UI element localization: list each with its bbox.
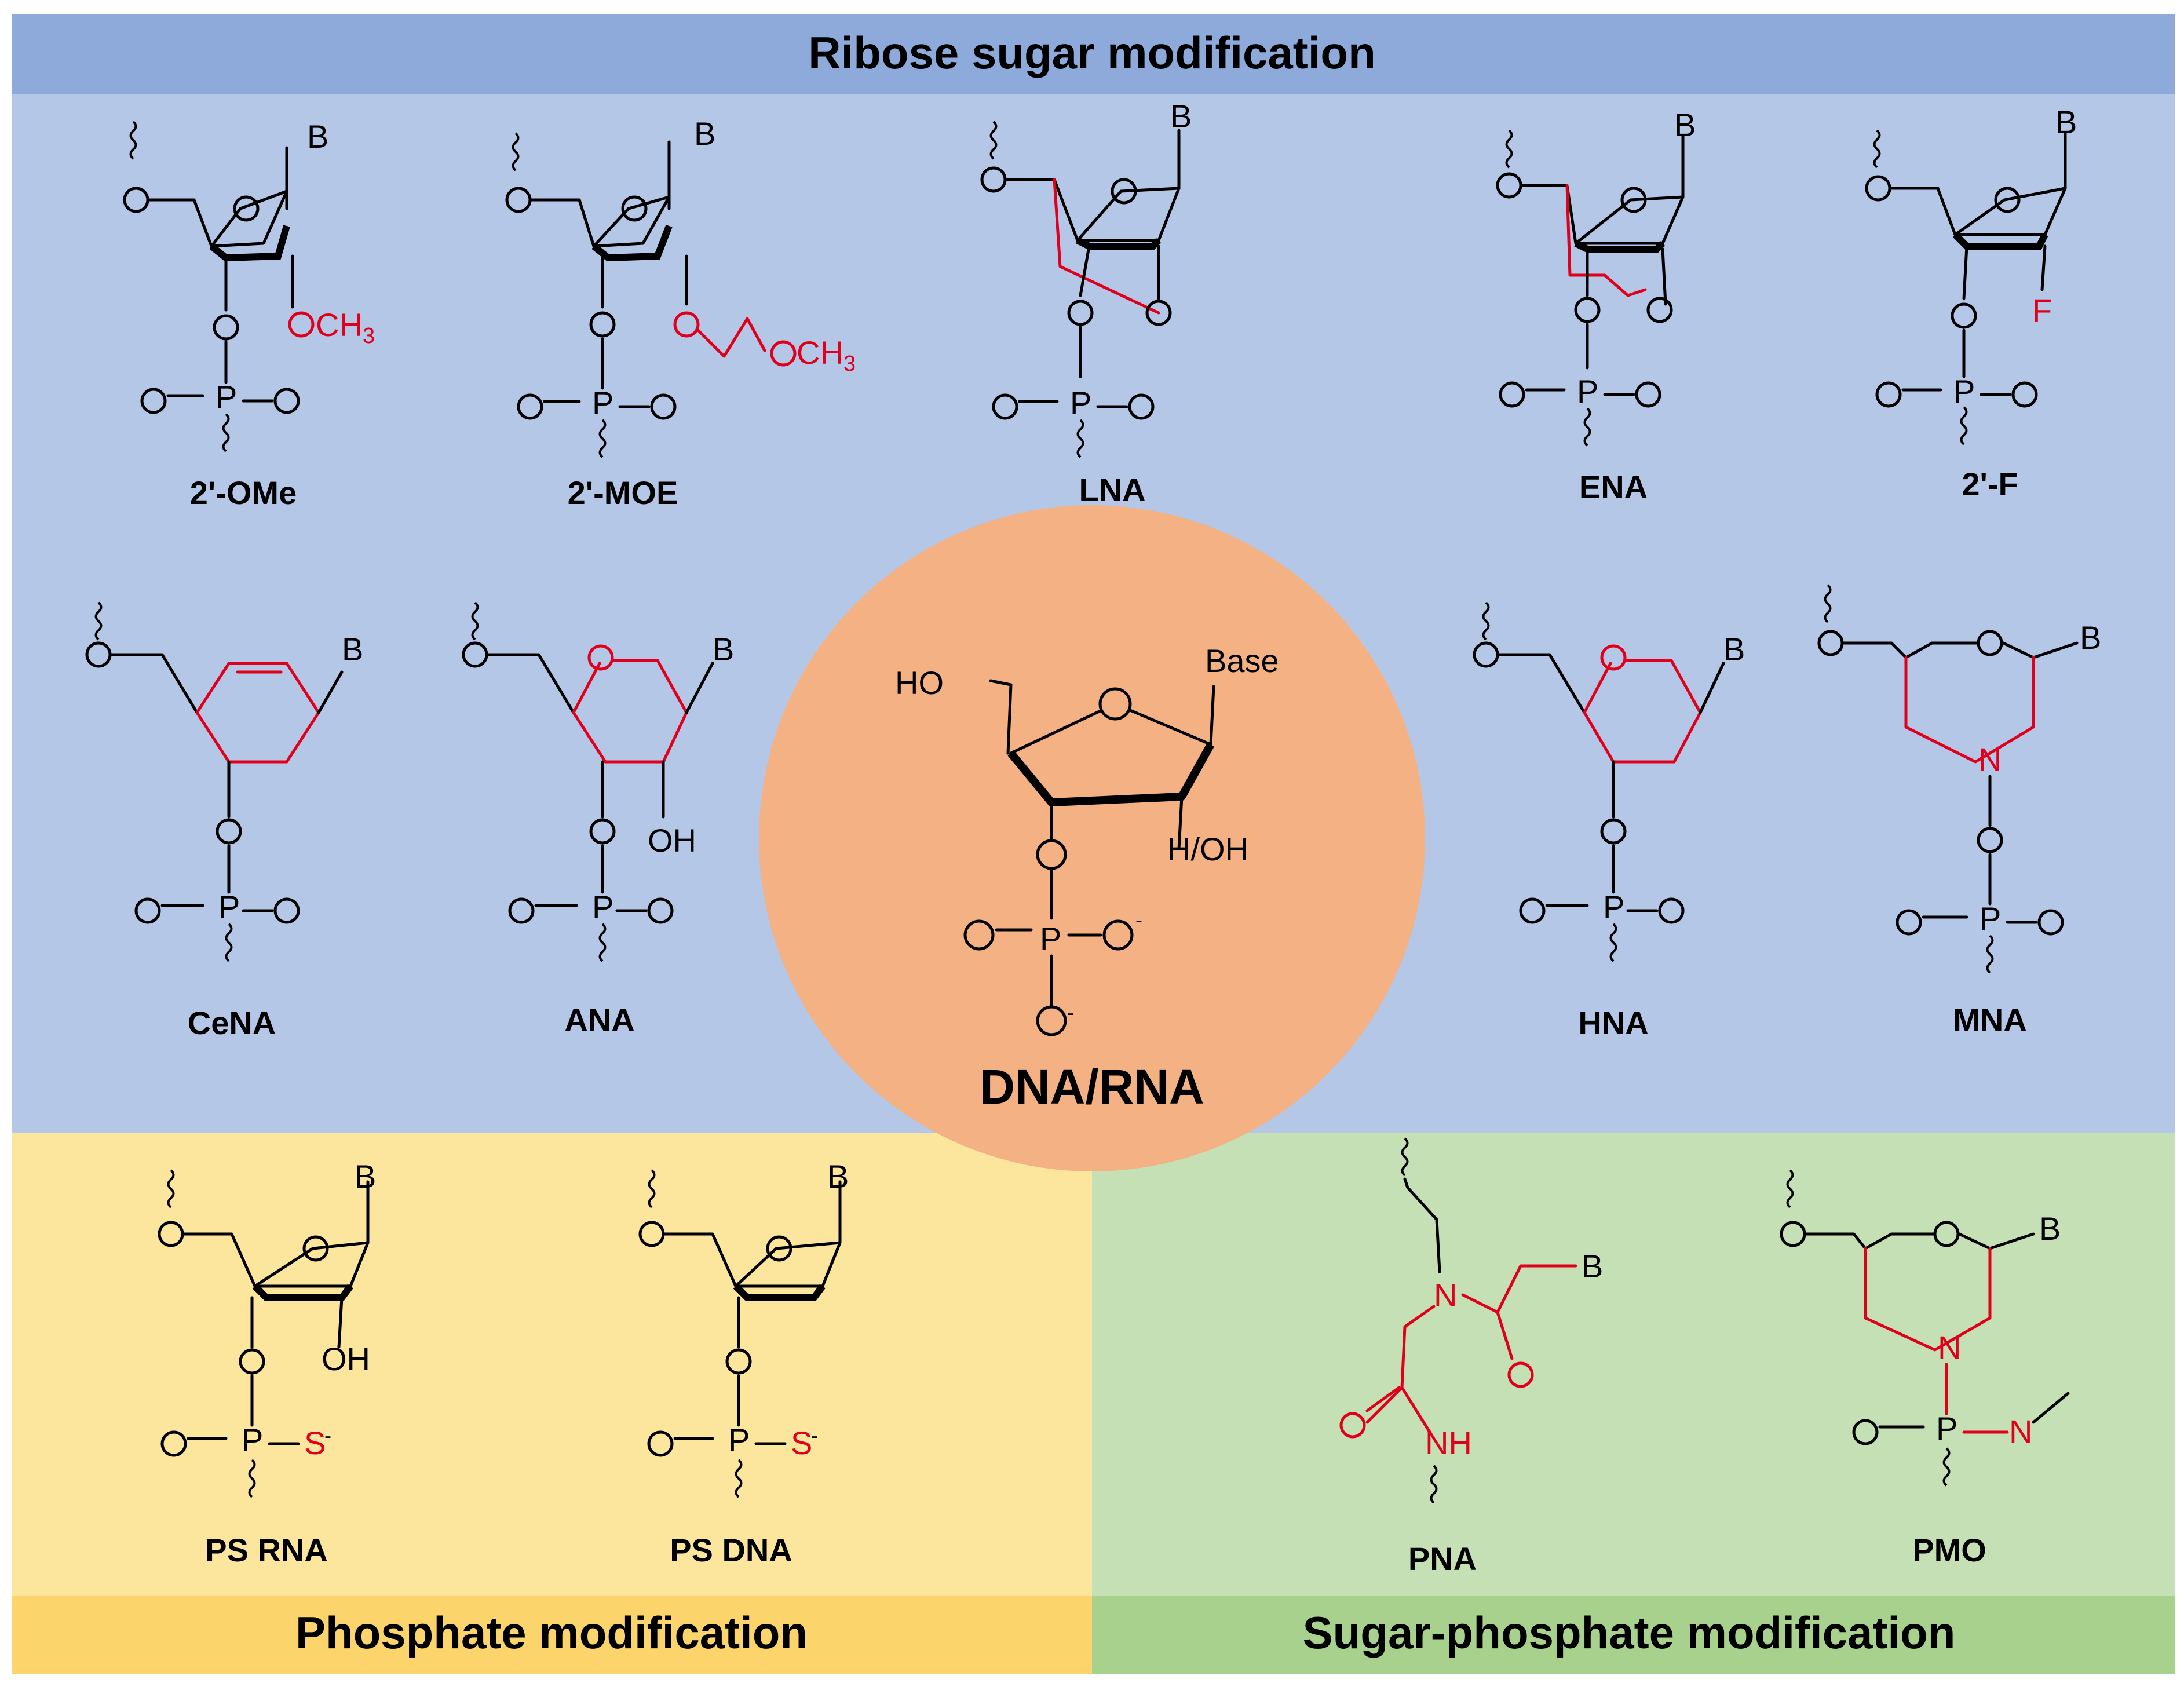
- label-2ome: 2'-OMe: [190, 474, 297, 511]
- mol-pmo: B N P N: [1780, 1169, 2070, 1487]
- svg-text:P: P: [216, 379, 237, 415]
- svg-text:B: B: [694, 115, 715, 152]
- svg-text:P: P: [1936, 1410, 1957, 1447]
- mol-ps-dna: B P S -: [638, 1158, 849, 1498]
- svg-text:B: B: [342, 631, 363, 667]
- sugar-phosphate-header: Sugar-phosphate modification: [1303, 1607, 1956, 1658]
- svg-text:-: -: [811, 1423, 818, 1447]
- phosphate-header-band: [12, 1596, 1092, 1674]
- svg-text:B: B: [2039, 1210, 2061, 1247]
- svg-text:P: P: [728, 1422, 750, 1458]
- label-mna: MNA: [1953, 1002, 2027, 1038]
- dna-rna-label: DNA/RNA: [980, 1060, 1204, 1114]
- svg-text:P: P: [1577, 373, 1598, 410]
- svg-text:N: N: [1978, 741, 2002, 777]
- svg-text:N: N: [1434, 1277, 1457, 1313]
- svg-text:S: S: [304, 1425, 326, 1461]
- label-cena: CeNA: [188, 1005, 276, 1041]
- mol-2ome: B CH3 P: [123, 118, 375, 452]
- svg-text:Base: Base: [1205, 642, 1279, 679]
- ribose-header: Ribose sugar modification: [808, 27, 1375, 78]
- mol-pna: N B NH: [1339, 1137, 1603, 1504]
- sugar-phosphate-header-band: [1092, 1596, 2175, 1674]
- svg-text:B: B: [1723, 631, 1745, 667]
- svg-text:B: B: [1674, 107, 1696, 143]
- svg-text:P: P: [592, 385, 613, 421]
- mol-cena: B P: [85, 601, 363, 962]
- center-circle: [759, 505, 1425, 1171]
- svg-text:NH: NH: [1425, 1425, 1472, 1461]
- label-lna: LNA: [1079, 472, 1145, 508]
- label-ana: ANA: [564, 1002, 634, 1038]
- label-ena: ENA: [1579, 469, 1648, 505]
- mol-ps-rna: B OH P S -: [158, 1158, 376, 1498]
- label-2moe: 2'-MOE: [568, 474, 678, 511]
- svg-text:B: B: [1582, 1248, 1603, 1284]
- sugar-phosphate-panel: [1092, 1133, 2175, 1596]
- svg-text:N: N: [1938, 1329, 1961, 1366]
- label-pmo: PMO: [1912, 1532, 1986, 1568]
- svg-text:P: P: [242, 1422, 263, 1458]
- svg-text:-: -: [1067, 1001, 1074, 1024]
- svg-text:P: P: [1070, 385, 1091, 421]
- svg-text:B: B: [355, 1158, 376, 1195]
- mol-mna: B N P: [1817, 584, 2101, 974]
- svg-text:P: P: [1040, 921, 1061, 957]
- label-pna: PNA: [1408, 1540, 1477, 1577]
- mol-hna: B P: [1473, 601, 1745, 962]
- mol-ana: B OH P: [462, 601, 734, 962]
- dna-rna-structure: HO Base H/OH P - -: [895, 642, 1279, 1036]
- svg-text:N: N: [2009, 1413, 2032, 1450]
- svg-text:-: -: [324, 1423, 331, 1447]
- svg-text:HO: HO: [895, 665, 944, 701]
- svg-text:-: -: [1135, 908, 1142, 932]
- phosphate-panel: [12, 1133, 1092, 1596]
- svg-text:P: P: [1980, 900, 2001, 937]
- svg-text:OH: OH: [648, 822, 696, 859]
- svg-text:B: B: [713, 631, 734, 667]
- ribose-header-band: [12, 14, 2175, 94]
- svg-text:P: P: [1953, 373, 1975, 410]
- svg-text:S: S: [791, 1425, 812, 1461]
- svg-text:B: B: [827, 1158, 849, 1195]
- svg-text:OH: OH: [322, 1341, 370, 1377]
- svg-text:B: B: [2080, 619, 2101, 656]
- label-2f: 2'-F: [1962, 466, 2018, 502]
- mol-ena: B P: [1496, 107, 1696, 447]
- svg-text:B: B: [1170, 98, 1192, 134]
- label-ps-rna: PS RNA: [205, 1532, 328, 1568]
- svg-text:H/OH: H/OH: [1167, 831, 1248, 867]
- svg-text:B: B: [2055, 104, 2077, 140]
- label-hna: HNA: [1578, 1005, 1648, 1041]
- mol-lna: B P: [980, 98, 1192, 458]
- svg-text:F: F: [2032, 292, 2052, 328]
- mol-2f: B F P: [1865, 104, 2077, 446]
- svg-text:B: B: [307, 118, 328, 155]
- label-ps-dna: PS DNA: [670, 1532, 792, 1568]
- svg-text:P: P: [218, 889, 240, 925]
- svg-text:P: P: [1603, 889, 1624, 925]
- svg-text:P: P: [592, 889, 613, 925]
- phosphate-header: Phosphate modification: [295, 1607, 808, 1658]
